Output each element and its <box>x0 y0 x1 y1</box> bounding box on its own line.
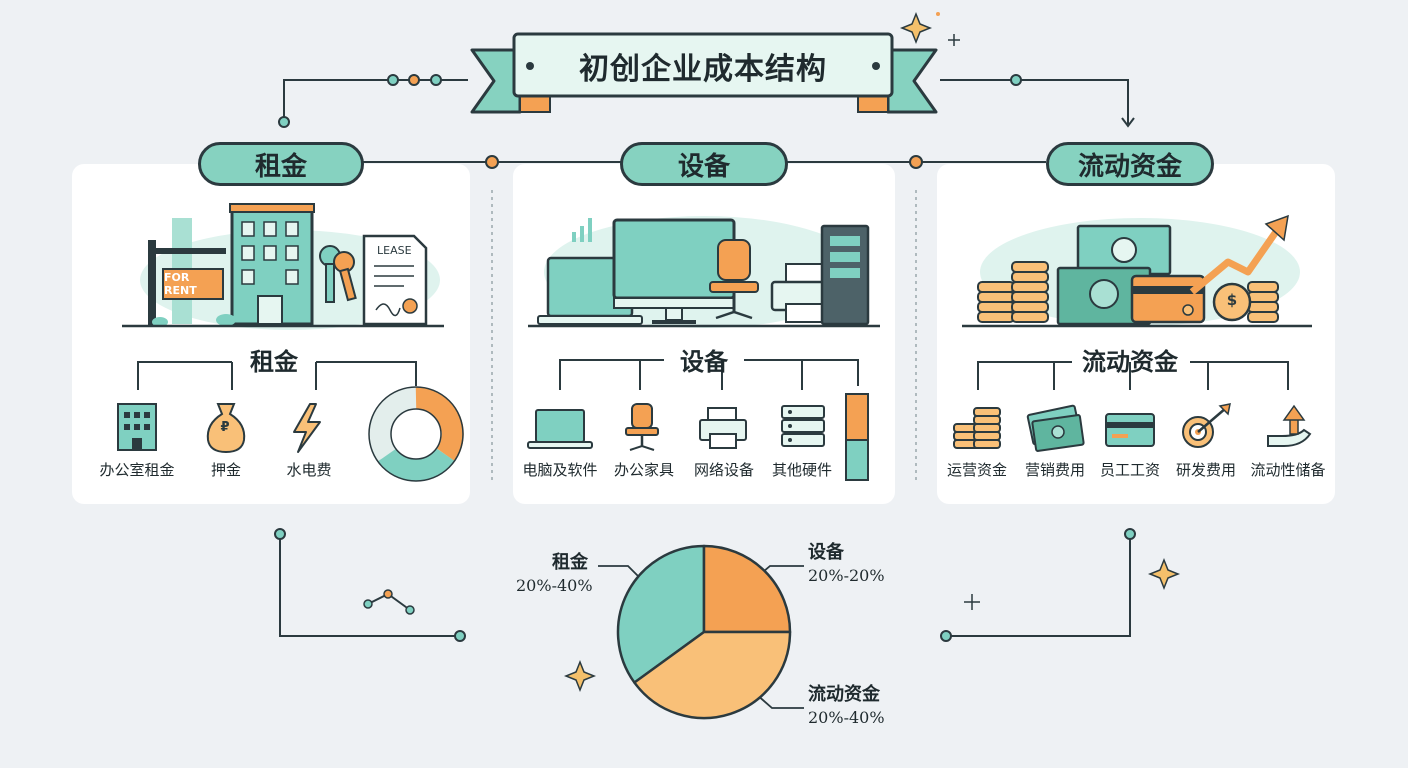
connector-dot <box>274 528 286 540</box>
panel-working-capital <box>937 164 1335 504</box>
item-label-rnd: 研发费用 <box>1175 461 1236 479</box>
pie-range-equipment: 20%-20% <box>808 566 885 585</box>
item-label-other-hardware: 其他硬件 <box>771 461 832 479</box>
title-ribbon <box>470 32 938 114</box>
connector-dot <box>383 589 393 599</box>
connector-dot <box>485 155 499 169</box>
connector-dot <box>387 74 399 86</box>
pie-slice-rent <box>616 544 706 684</box>
item-label-liquidity: 流动性储备 <box>1250 461 1326 479</box>
rent-subtitle: 租金 <box>250 348 298 376</box>
connector-dot <box>1124 528 1136 540</box>
connector-dot <box>454 630 466 642</box>
pill-working-capital: 流动资金 <box>1046 142 1214 186</box>
equipment-subtitle: 设备 <box>680 348 728 376</box>
pie-slice-working-capital <box>633 630 792 720</box>
sparkle-icon <box>936 12 940 16</box>
currency-symbol: $ <box>1226 291 1238 309</box>
cost-pie-chart <box>616 544 792 720</box>
pie-label-working-capital: 流动资金 <box>808 684 880 705</box>
item-label-salaries: 员工工资 <box>1099 461 1160 479</box>
connector-dot <box>1010 74 1022 86</box>
item-label-furniture: 办公家具 <box>613 461 674 479</box>
currency-symbol: ₽ <box>220 420 230 435</box>
connector-dot <box>363 599 373 609</box>
pie-range-working-capital: 20%-40% <box>808 708 885 727</box>
pie-slice-equipment <box>702 544 792 634</box>
for-rent-sign: FOR RENT <box>162 268 224 300</box>
item-label-computers: 电脑及软件 <box>522 461 598 479</box>
connector-dot <box>408 74 420 86</box>
panel-rent <box>72 164 470 504</box>
item-label-marketing: 营销费用 <box>1024 461 1085 479</box>
connector-dot <box>405 605 415 615</box>
lease-document-label: LEASE <box>377 244 412 257</box>
page-title: 初创企业成本结构 <box>579 52 827 87</box>
connector-dot <box>940 630 952 642</box>
connector-dot <box>430 74 442 86</box>
item-label-office-rent: 办公室租金 <box>99 461 175 479</box>
item-label-utilities: 水电费 <box>286 461 332 479</box>
pill-equipment: 设备 <box>620 142 788 186</box>
pie-label-equipment: 设备 <box>808 542 844 563</box>
pie-range-rent: 20%-40% <box>516 576 593 595</box>
connector-dot <box>278 116 290 128</box>
working-capital-subtitle: 流动资金 <box>1082 348 1178 376</box>
item-label-deposit: 押金 <box>210 461 241 479</box>
panel-equipment <box>513 164 895 504</box>
item-label-network: 网络设备 <box>693 461 754 479</box>
pie-label-rent: 租金 <box>552 552 588 573</box>
item-label-operating: 运营资金 <box>946 461 1007 479</box>
connector-dot <box>909 155 923 169</box>
pill-rent: 租金 <box>198 142 364 186</box>
